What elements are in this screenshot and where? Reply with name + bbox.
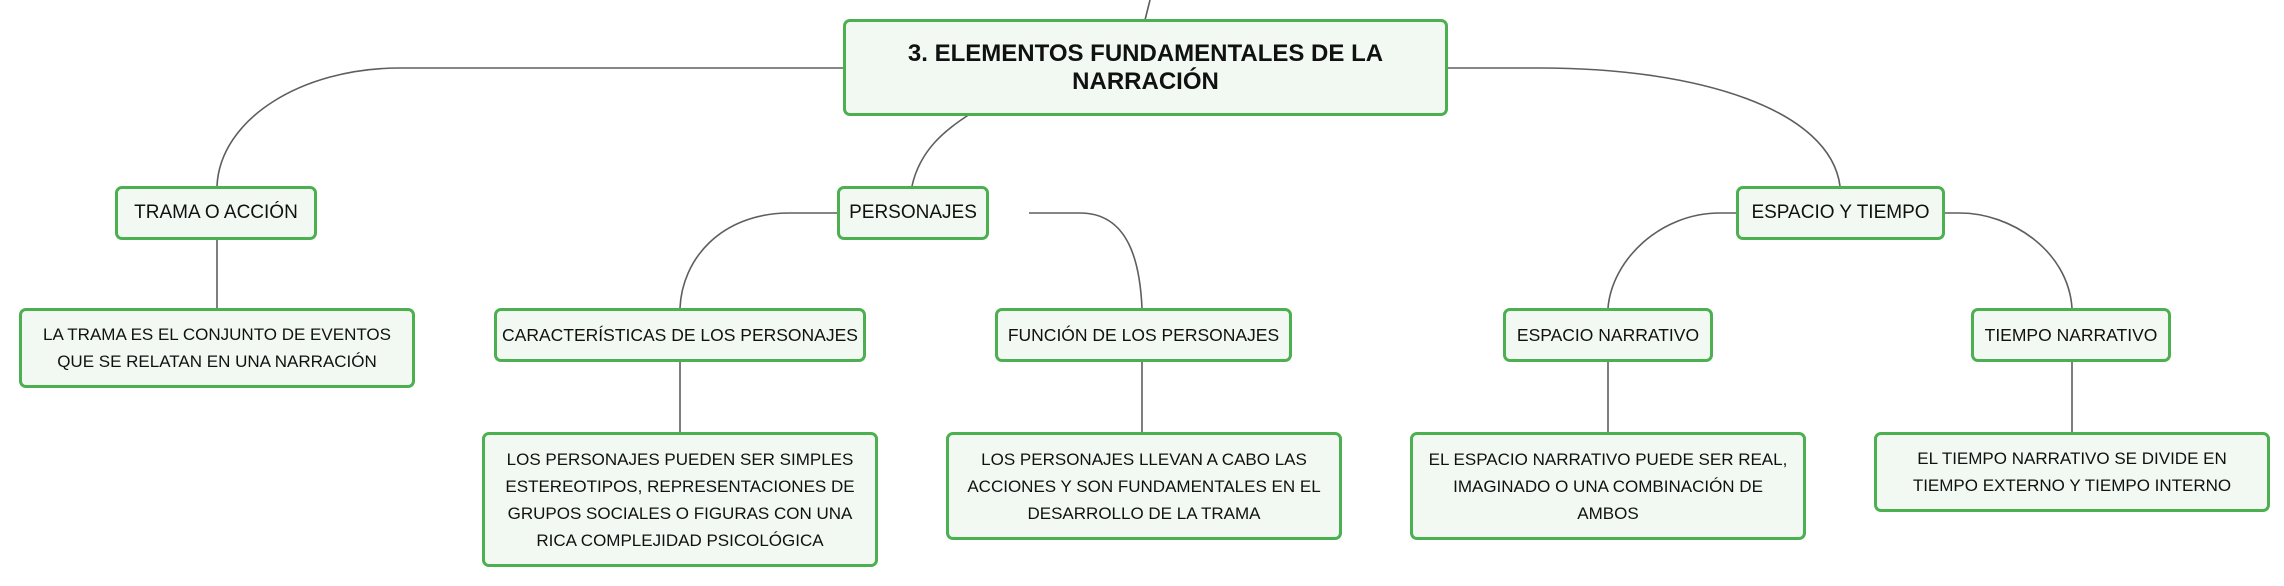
node-trama[interactable]: TRAMA O ACCIÓN xyxy=(115,186,317,240)
espacio-tiempo-label: ESPACIO Y TIEMPO xyxy=(1751,202,1930,223)
connector-root-personajes xyxy=(911,113,971,187)
caracteristicas-detail-text: LOS PERSONAJES PUEDEN SER SIMPLES ESTERE… xyxy=(505,449,855,550)
funcion-detail-text: LOS PERSONAJES LLEVAN A CABO LAS ACCIONE… xyxy=(967,449,1321,523)
caracteristicas-label: CARACTERÍSTICAS DE LOS PERSONAJES xyxy=(502,324,858,345)
connector-parent-root xyxy=(1144,0,1151,21)
node-espacio-tiempo[interactable]: ESPACIO Y TIEMPO xyxy=(1736,186,1945,240)
node-tiempo-detail[interactable]: EL TIEMPO NARRATIVO SE DIVIDE EN TIEMPO … xyxy=(1874,432,2270,512)
connector-personajes-funcion xyxy=(1029,212,1143,309)
tiempo-narrativo-label: TIEMPO NARRATIVO xyxy=(1984,324,2158,345)
node-funcion[interactable]: FUNCIÓN DE LOS PERSONAJES xyxy=(995,308,1292,362)
espacio-narrativo-label: ESPACIO NARRATIVO xyxy=(1516,324,1700,345)
trama-label: TRAMA O ACCIÓN xyxy=(134,202,298,223)
funcion-label: FUNCIÓN DE LOS PERSONAJES xyxy=(1007,324,1280,345)
node-tiempo-narrativo[interactable]: TIEMPO NARRATIVO xyxy=(1971,308,2171,362)
node-trama-detail[interactable]: LA TRAMA ES EL CONJUNTO DE EVENTOS QUE S… xyxy=(19,308,415,388)
node-caracteristicas[interactable]: CARACTERÍSTICAS DE LOS PERSONAJES xyxy=(494,308,866,362)
connector-root-trama xyxy=(216,67,843,187)
node-funcion-detail[interactable]: LOS PERSONAJES LLEVAN A CABO LAS ACCIONE… xyxy=(946,432,1342,540)
node-espacio-detail[interactable]: EL ESPACIO NARRATIVO PUEDE SER REAL, IMA… xyxy=(1410,432,1806,540)
node-caracteristicas-detail[interactable]: LOS PERSONAJES PUEDEN SER SIMPLES ESTERE… xyxy=(482,432,878,567)
tiempo-detail-text: EL TIEMPO NARRATIVO SE DIVIDE EN TIEMPO … xyxy=(1912,449,2232,495)
espacio-detail-text: EL ESPACIO NARRATIVO PUEDE SER REAL, IMA… xyxy=(1428,449,1788,523)
connector-espacio-tiempo-espacio xyxy=(1607,212,1738,309)
node-espacio-narrativo[interactable]: ESPACIO NARRATIVO xyxy=(1503,308,1713,362)
connector-root-espacio-tiempo xyxy=(1448,67,1841,187)
personajes-label: PERSONAJES xyxy=(849,202,977,223)
connector-espacio-tiempo-tiempo xyxy=(1944,212,2073,309)
root-node[interactable]: 3. ELEMENTOS FUNDAMENTALES DE LA NARRACI… xyxy=(843,19,1448,116)
connector-personajes-caracteristicas xyxy=(679,212,838,309)
root-label: 3. ELEMENTOS FUNDAMENTALES DE LA NARRACI… xyxy=(907,39,1384,95)
node-personajes[interactable]: PERSONAJES xyxy=(837,186,989,240)
trama-detail-text: LA TRAMA ES EL CONJUNTO DE EVENTOS QUE S… xyxy=(43,325,391,371)
